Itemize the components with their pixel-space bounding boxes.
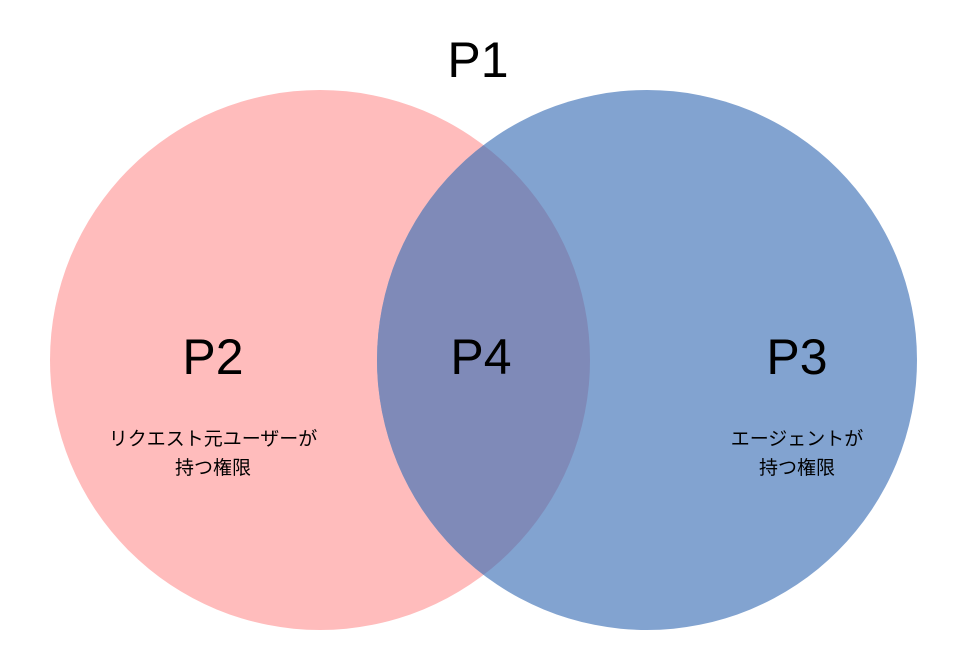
right-set-caption-line1: エージェントが (731, 428, 864, 450)
intersection-region (377, 90, 590, 630)
left-set-label: P2 (182, 329, 243, 385)
right-set-label: P3 (766, 329, 827, 385)
intersection-label: P4 (450, 329, 511, 385)
universe-label: P1 (447, 32, 508, 88)
right-set-caption-line2: 持つ権限 (759, 457, 835, 479)
left-set-caption-line2: 持つ権限 (175, 457, 251, 479)
left-set-caption-line1: リクエスト元ユーザーが (109, 428, 318, 450)
